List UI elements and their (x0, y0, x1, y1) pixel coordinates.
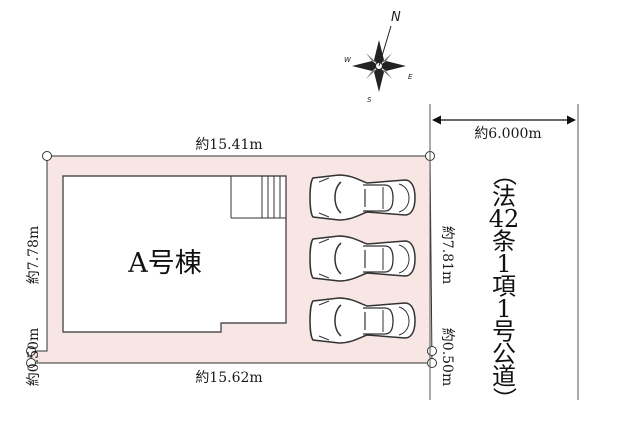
compass-needle (378, 25, 392, 67)
compass-south-point (374, 66, 384, 92)
road-label-char: 道 (492, 363, 516, 391)
compass-east-point (379, 61, 406, 71)
road-label-char: 42 (489, 205, 520, 233)
parking-area (309, 174, 416, 344)
road-label-char: 条 (492, 228, 516, 256)
road-label-char: ） (490, 387, 518, 411)
parked-car (309, 297, 416, 344)
survey-marker (26, 346, 36, 356)
compass-north-point (374, 40, 384, 66)
survey-marker (42, 151, 52, 161)
lot-left-dimension: 約7.78m (26, 226, 42, 284)
lot-left-setback: 約0.50m (26, 328, 42, 386)
building-a: A号棟 (62, 175, 287, 333)
road-width-label: 約6.000m (474, 126, 541, 142)
parked-car (309, 174, 416, 221)
road-label-char: 号 (492, 318, 516, 346)
building-footprint (62, 175, 287, 333)
lot-right-dimension: 約7.81m (439, 226, 455, 284)
compass-w-label: W (344, 56, 352, 64)
road-label-char: 項 (492, 273, 516, 301)
parked-car (309, 235, 416, 282)
lot-bottom-dimension: 約15.62m (195, 370, 262, 386)
road-label-char: 公 (492, 340, 516, 368)
compass-n-label: N (391, 10, 401, 25)
compass-s-label: S (367, 96, 372, 104)
survey-marker (26, 358, 36, 368)
road-label-char: 1 (496, 295, 511, 323)
compass: N E S W (344, 10, 413, 104)
compass-west-point (352, 61, 379, 71)
survey-marker (427, 358, 437, 368)
building-label: A号棟 (127, 248, 202, 279)
lot-top-dimension: 約15.41m (195, 137, 262, 153)
compass-e-label: E (408, 73, 413, 81)
entrance-steps (261, 176, 281, 218)
road-label-char: 1 (496, 250, 511, 278)
survey-marker (427, 346, 437, 356)
road-label-char: 法 (492, 183, 516, 211)
road-label-char: （ (490, 162, 518, 186)
lot-right-setback: 約0.50m (439, 328, 455, 386)
